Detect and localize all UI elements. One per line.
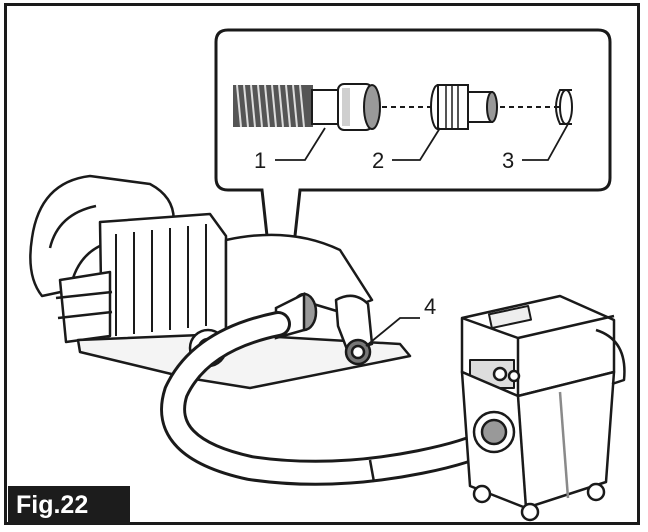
leader-1 <box>275 127 326 161</box>
vacuum-hose <box>160 311 503 486</box>
vacuum-cleaner <box>460 294 626 522</box>
figure-label: Fig.22 <box>8 486 130 524</box>
callout-4: 4 <box>424 294 437 319</box>
inset-adapter <box>430 84 498 130</box>
inset-detail <box>214 28 612 302</box>
callout-2: 2 <box>372 148 385 173</box>
leader-2 <box>392 127 441 161</box>
inset-hose <box>233 84 313 128</box>
inset-vacuum-port <box>555 89 573 125</box>
callout-1: 1 <box>254 148 267 173</box>
leader-3 <box>522 123 569 161</box>
inset-hose-cuff <box>311 83 381 131</box>
leader-4 <box>365 317 420 347</box>
callout-3: 3 <box>502 148 515 173</box>
